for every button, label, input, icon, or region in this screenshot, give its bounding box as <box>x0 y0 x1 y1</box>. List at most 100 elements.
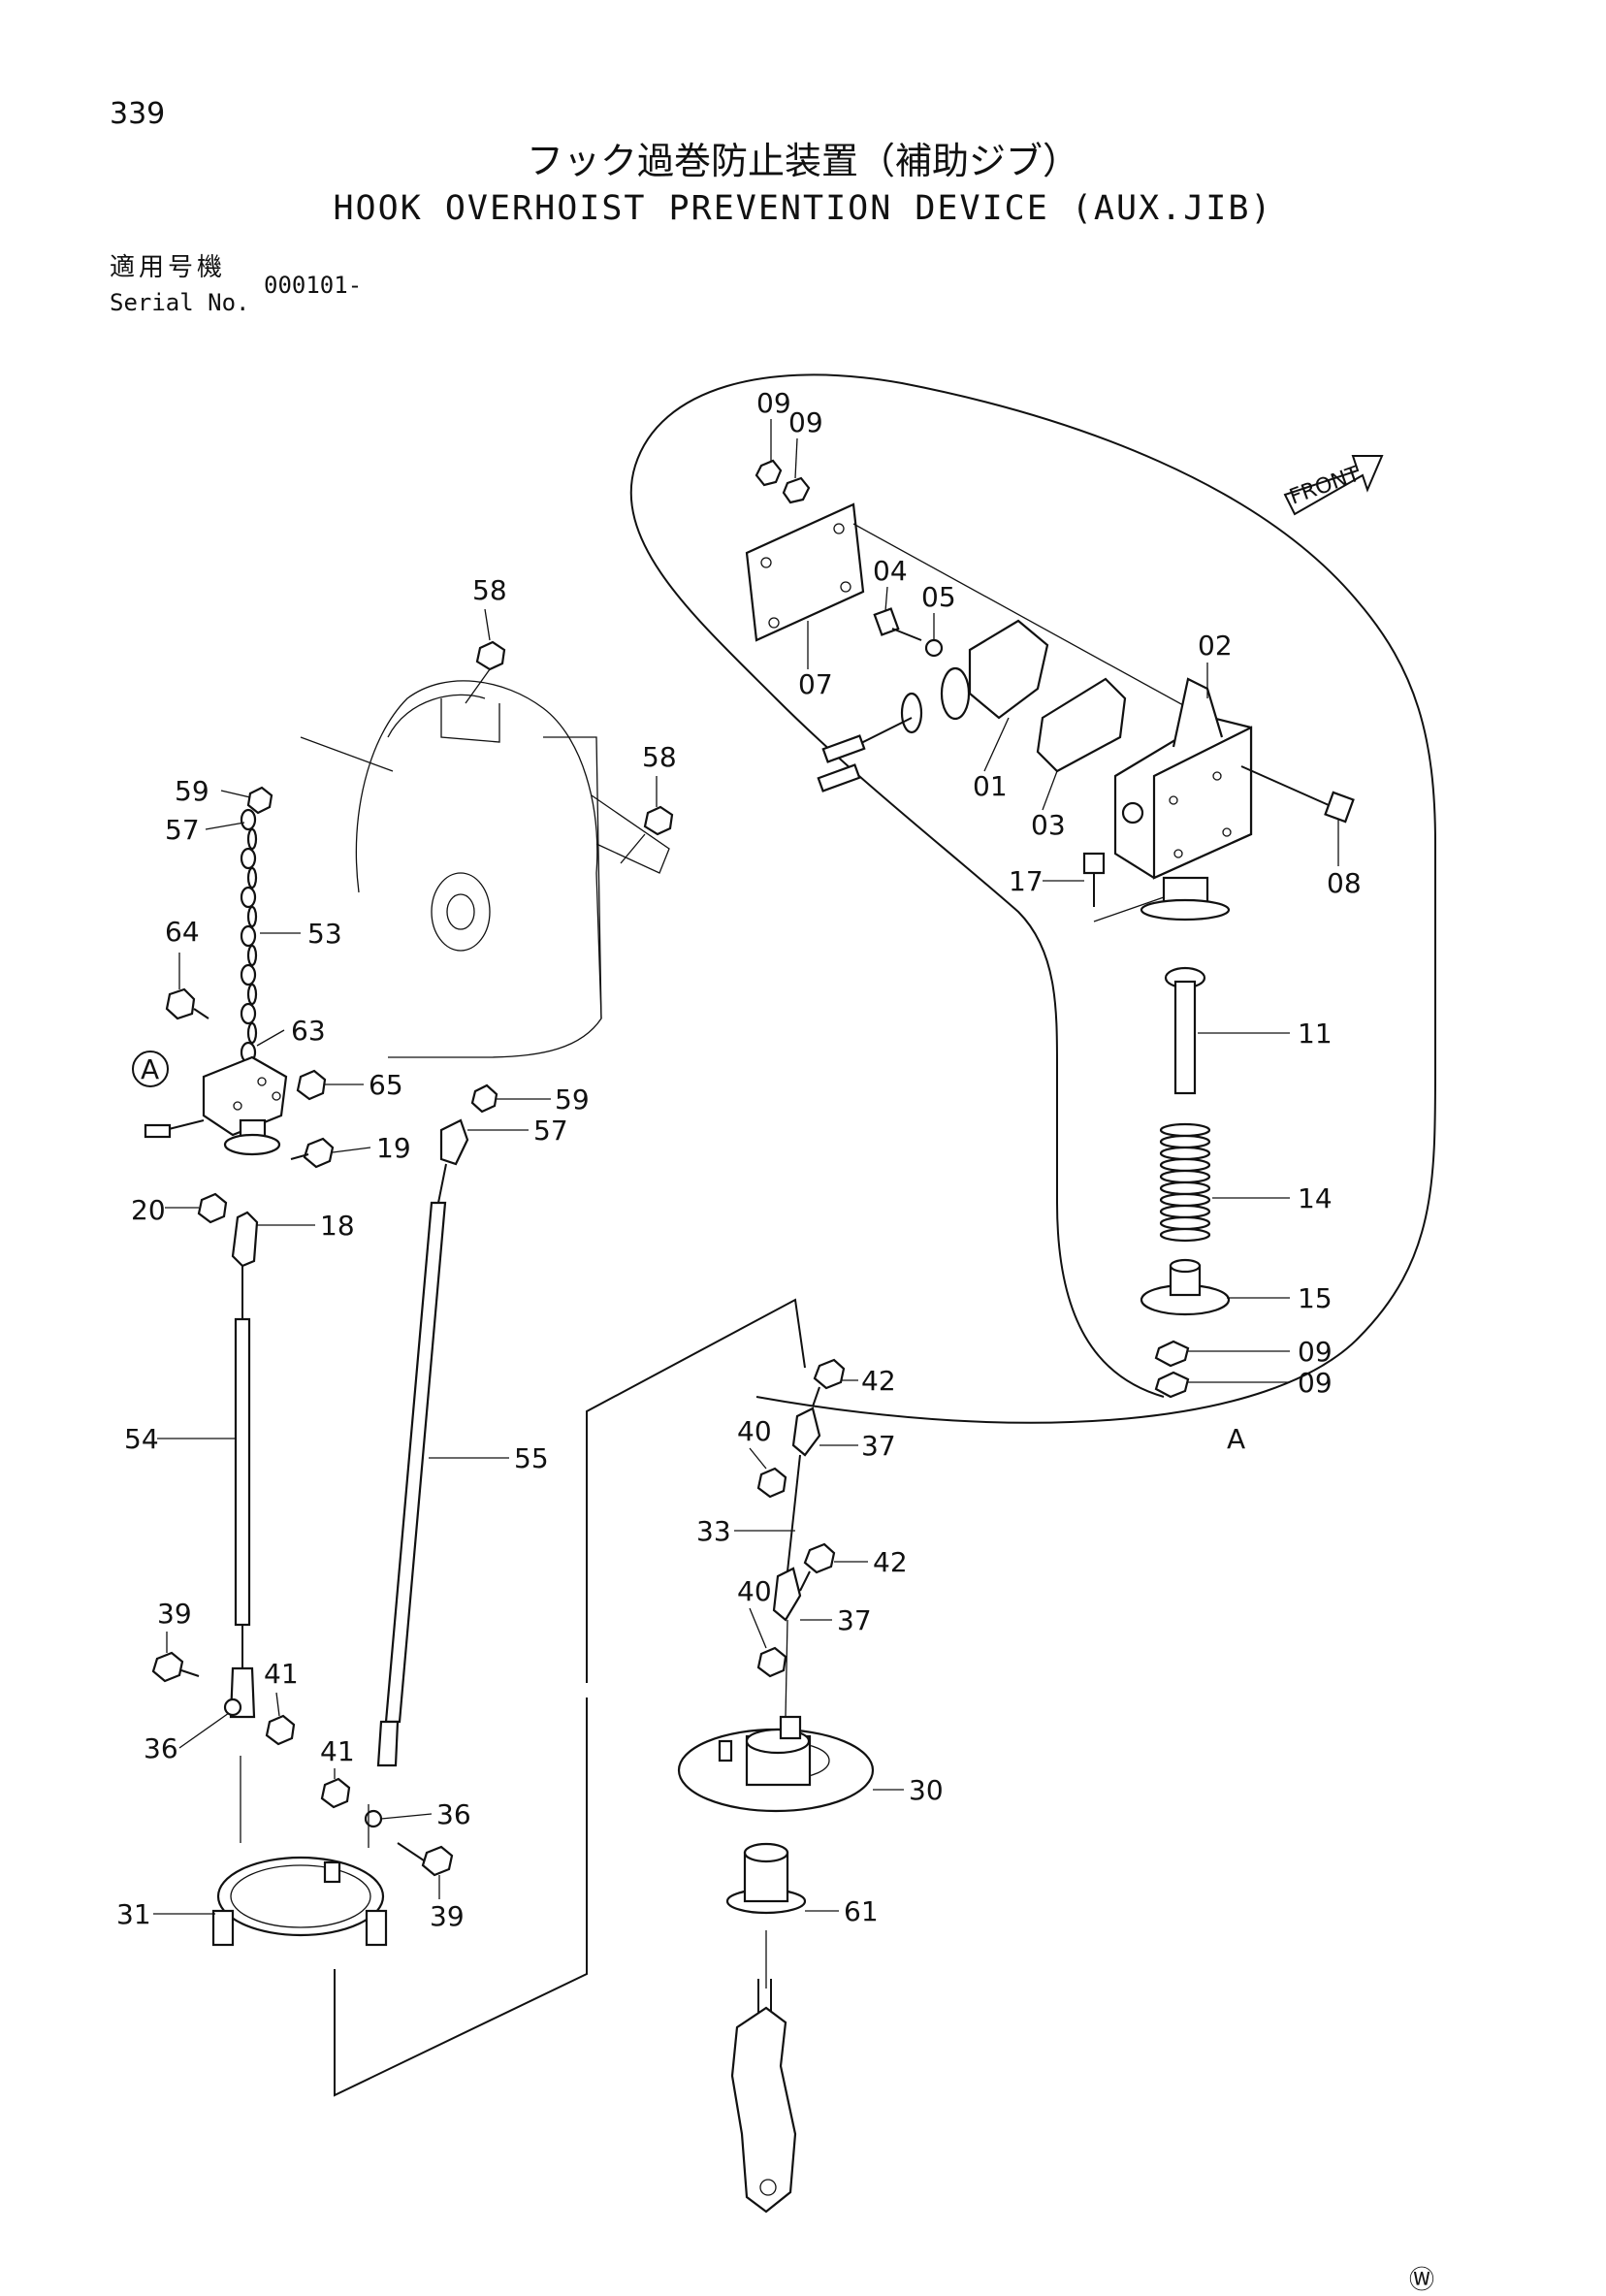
front-arrow: FRONT <box>1283 455 1384 516</box>
leader-line-p57a <box>205 822 245 830</box>
nut-part-59a <box>246 786 273 815</box>
chain-link <box>240 924 257 948</box>
part-label-p59a: 59 <box>175 775 209 807</box>
part-label-p20: 20 <box>131 1194 166 1226</box>
part-label-p04: 04 <box>873 555 908 587</box>
leader-line-p36b <box>380 1813 433 1820</box>
part-label-p17: 17 <box>1009 865 1044 897</box>
limit-switch-part-01 <box>817 619 1049 792</box>
callout-a-letter: A <box>141 1053 159 1085</box>
seat-part-15 <box>1140 1258 1231 1316</box>
part-label-p53: 53 <box>307 918 342 950</box>
chain-link <box>246 944 258 967</box>
chain-link <box>240 808 257 831</box>
part-label-p63: 63 <box>291 1015 326 1047</box>
part-label-p01: 01 <box>973 770 1008 802</box>
part-label-p41a: 41 <box>264 1658 299 1690</box>
part-label-p64: 64 <box>165 916 200 948</box>
nut-part-65 <box>296 1069 327 1101</box>
nut-part-58b <box>643 805 674 836</box>
nut-part-20 <box>197 1192 228 1224</box>
part-label-p58b: 58 <box>642 741 677 773</box>
washer-part-36a <box>223 1698 242 1717</box>
pin-part-11 <box>1164 966 1206 1095</box>
cover-part-03 <box>1036 677 1127 773</box>
rod-part-55 <box>376 1083 498 1767</box>
part-label-p37a: 37 <box>861 1430 896 1462</box>
part-label-p19: 19 <box>376 1132 411 1164</box>
page-title-japanese: フック過巻防止装置（補助ジブ） <box>526 140 1079 182</box>
spring-coil <box>1159 1192 1211 1208</box>
spring-coil <box>1159 1169 1211 1184</box>
chain-link <box>246 827 258 851</box>
bolt-part-42a <box>812 1358 846 1407</box>
callout-a-circle <box>132 1051 169 1087</box>
spring-part-14 <box>1159 1122 1211 1243</box>
part-label-p39a: 39 <box>157 1598 192 1630</box>
serial-label-english: Serial No. <box>110 289 250 316</box>
part-label-p03: 03 <box>1031 809 1066 841</box>
switch-block <box>144 1055 288 1156</box>
bushing-part-61 <box>725 1842 807 1989</box>
part-label-p55: 55 <box>514 1442 549 1474</box>
chain-link <box>240 886 257 909</box>
nut-part-41a <box>265 1714 296 1746</box>
part-label-p65: 65 <box>369 1069 403 1101</box>
leader-line-p63 <box>256 1029 285 1047</box>
leader-bracket <box>586 1298 806 1683</box>
page-title-english: HOOK OVERHOIST PREVENTION DEVICE (AUX.JI… <box>333 189 1273 228</box>
part-label-p36b: 36 <box>436 1798 471 1830</box>
bolt-part-39b <box>397 1842 454 1877</box>
part-label-p36a: 36 <box>144 1732 178 1764</box>
leader-line-p19 <box>332 1147 371 1153</box>
part-label-p61: 61 <box>844 1895 879 1927</box>
spring-coil <box>1159 1146 1211 1161</box>
part-label-p57a: 57 <box>165 814 200 846</box>
link-part-37a <box>791 1407 821 1457</box>
bolt-part-19 <box>290 1137 335 1169</box>
chain-link <box>240 847 257 870</box>
chain-link <box>246 1021 258 1045</box>
leader-line-p41a <box>275 1692 280 1717</box>
leader-line-p03 <box>1042 770 1058 811</box>
bolt-part-42b <box>799 1542 836 1592</box>
nut-part-58a <box>475 640 506 671</box>
bolt-part-64 <box>165 987 209 1020</box>
link-part-37b <box>772 1567 802 1622</box>
part-label-p57b: 57 <box>533 1115 568 1147</box>
part-label-p33: 33 <box>696 1515 731 1547</box>
page-number: 339 <box>110 97 166 131</box>
part-number-labels: 0909040507020103081711141509095858595753… <box>116 387 1362 1932</box>
leader-line-p40a <box>749 1447 767 1470</box>
part-label-p58a: 58 <box>472 574 507 606</box>
leader-line-p01 <box>983 717 1010 772</box>
leader-line-p40b <box>749 1607 767 1649</box>
leader-line-p58a <box>484 608 491 641</box>
bolt-part-08 <box>1240 765 1355 824</box>
rod-part-54 <box>229 1211 259 1719</box>
nut-part-09c <box>1154 1340 1190 1368</box>
spring-coil <box>1159 1134 1211 1149</box>
part-label-p18: 18 <box>320 1210 355 1242</box>
nut-part-41b <box>320 1777 351 1809</box>
part-label-p31: 31 <box>116 1898 151 1930</box>
bracket-part-02 <box>1113 677 1253 922</box>
part-label-p42b: 42 <box>873 1546 908 1578</box>
part-label-p09b: 09 <box>788 406 823 438</box>
spring-coil <box>1159 1180 1211 1196</box>
copyright-mark: Ⓦ <box>1409 2266 1435 2295</box>
detail-a-outline <box>629 373 1436 1424</box>
spring-coil <box>1159 1227 1211 1243</box>
part-label-p30: 30 <box>909 1774 944 1806</box>
front-label: FRONT <box>1287 462 1365 509</box>
leader-line-p36a <box>178 1712 230 1749</box>
part-label-p40a: 40 <box>737 1415 772 1447</box>
nut-part-09b <box>782 476 811 504</box>
part-label-p09a: 09 <box>756 387 791 419</box>
spring-coil <box>1159 1157 1211 1173</box>
part-label-p39b: 39 <box>430 1900 465 1932</box>
part-label-p08: 08 <box>1327 867 1362 899</box>
spring-coil <box>1159 1215 1211 1231</box>
part-label-p40b: 40 <box>737 1575 772 1607</box>
nut-part-40b <box>756 1646 787 1678</box>
